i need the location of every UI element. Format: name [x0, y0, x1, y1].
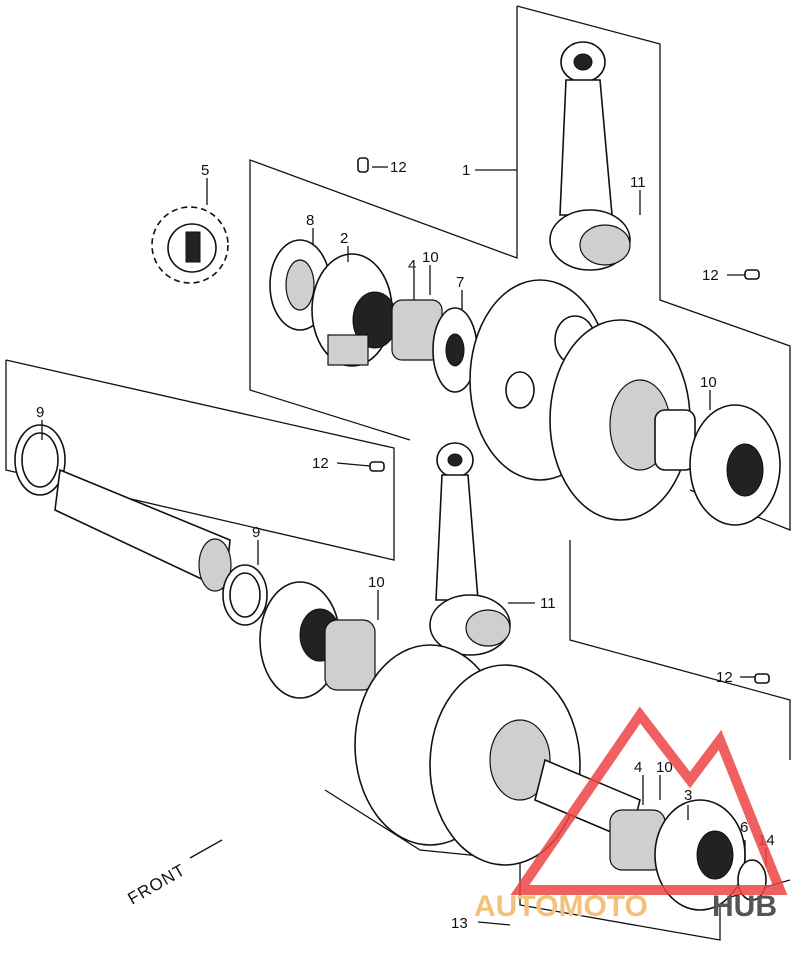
watermark: AUTOMOTO HUB	[474, 706, 788, 923]
callout-2: 2	[340, 230, 348, 247]
upper-connecting-rod	[549, 41, 631, 271]
lower-connecting-rod	[429, 442, 511, 656]
callout-10-right: 10	[700, 374, 717, 391]
callout-13: 13	[451, 915, 468, 932]
watermark-text-b: HUB	[712, 890, 777, 923]
frame-lines	[5, 5, 791, 941]
watermark-text-a: AUTOMOTO	[474, 890, 648, 923]
lower-right-bearing	[609, 799, 767, 911]
callout-10-lower: 10	[368, 574, 385, 591]
callout-5: 5	[201, 162, 209, 179]
callout-labels: 1 2 3 4 4 5 6 7 8 9 9 10 10 10 10 11 11 …	[36, 159, 775, 932]
callout-1: 1	[462, 162, 470, 179]
left-shaft-assembly	[14, 424, 268, 626]
lower-bearing-housing	[259, 581, 376, 699]
callout-9-left: 9	[36, 404, 44, 421]
callout-4-lower: 4	[634, 759, 642, 776]
front-indicator: FRONT	[125, 839, 223, 908]
callout-11-upper: 11	[630, 174, 646, 191]
callout-8: 8	[306, 212, 314, 229]
triangle-m-logo-icon	[510, 706, 788, 895]
lower-crank-flywheels	[354, 644, 641, 866]
callout-3: 3	[684, 787, 692, 804]
sprocket-gear	[151, 206, 229, 284]
callout-12-top: 12	[390, 159, 407, 176]
front-label: FRONT	[125, 860, 190, 908]
callout-11-lower: 11	[540, 595, 556, 612]
callout-6: 6	[740, 819, 748, 836]
upper-crank-flywheels	[469, 279, 781, 526]
callout-9-lower: 9	[252, 524, 260, 541]
callout-12-right: 12	[702, 267, 719, 284]
seal-ring	[432, 307, 478, 393]
upper-bearing-housing	[311, 253, 398, 367]
arrow-icon	[189, 839, 223, 859]
callout-12-left: 12	[312, 455, 329, 472]
callout-7: 7	[456, 274, 464, 291]
callout-4-upper: 4	[408, 257, 416, 274]
callout-12-lower: 12	[716, 669, 733, 686]
dowel-pins	[357, 157, 770, 684]
callout-10-bottom: 10	[656, 759, 673, 776]
callout-10-upper: 10	[422, 249, 439, 266]
